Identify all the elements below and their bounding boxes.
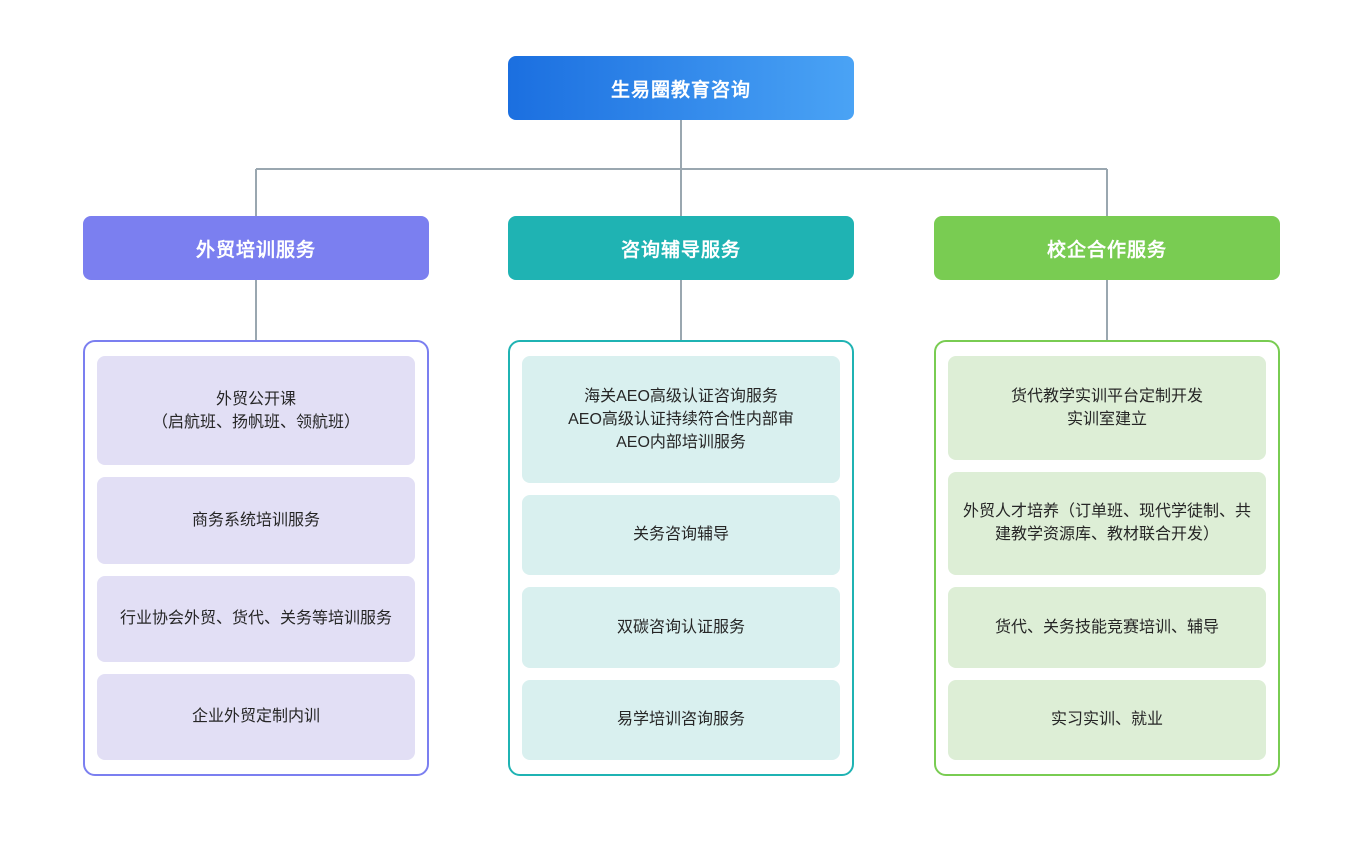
leaf-card-label: 海关AEO高级认证咨询服务 AEO高级认证持续符合性内部审 AEO内部培训服务 bbox=[568, 387, 794, 451]
branch-column-3: 校企合作服务 货代教学实训平台定制开发 实训室建立 外贸人才培养（订单班、现代学… bbox=[934, 216, 1280, 776]
leaf-card[interactable]: 外贸人才培养（订单班、现代学徒制、共建教学资源库、教材联合开发） bbox=[948, 471, 1266, 576]
leaf-card-label: 行业协会外贸、货代、关务等培训服务 bbox=[119, 610, 392, 628]
leaf-card-label: 货代、关务技能竞赛培训、辅导 bbox=[994, 618, 1219, 636]
leaf-card-label: 外贸公开课 （启航班、扬帆班、领航班） bbox=[151, 390, 360, 431]
branch-header-1[interactable]: 外贸培训服务 bbox=[83, 216, 429, 280]
leaf-card[interactable]: 商务系统培训服务 bbox=[97, 477, 415, 564]
leaf-card[interactable]: 海关AEO高级认证咨询服务 AEO高级认证持续符合性内部审 AEO内部培训服务 bbox=[522, 356, 840, 483]
leaf-card[interactable]: 行业协会外贸、货代、关务等培训服务 bbox=[97, 575, 415, 662]
leaf-card[interactable]: 企业外贸定制内训 bbox=[97, 673, 415, 760]
branch-column-1: 外贸培训服务 外贸公开课 （启航班、扬帆班、领航班） 商务系统培训服务 行业协会… bbox=[83, 216, 429, 776]
leaf-card[interactable]: 外贸公开课 （启航班、扬帆班、领航班） bbox=[97, 356, 415, 466]
branch-header-1-label: 外贸培训服务 bbox=[195, 239, 316, 261]
leaf-card[interactable]: 易学培训咨询服务 bbox=[522, 679, 840, 760]
branch-header-2-label: 咨询辅导服务 bbox=[620, 239, 741, 261]
branch-body-3: 货代教学实训平台定制开发 实训室建立 外贸人才培养（订单班、现代学徒制、共建教学… bbox=[934, 340, 1280, 776]
root-node-label: 生易圈教育咨询 bbox=[610, 79, 751, 101]
leaf-card-label: 外贸人才培养（订单班、现代学徒制、共建教学资源库、教材联合开发） bbox=[962, 503, 1251, 544]
leaf-card[interactable]: 实习实训、就业 bbox=[948, 679, 1266, 760]
leaf-card[interactable]: 货代教学实训平台定制开发 实训室建立 bbox=[948, 356, 1266, 460]
branch-header-3-label: 校企合作服务 bbox=[1046, 239, 1167, 261]
root-node[interactable]: 生易圈教育咨询 bbox=[508, 56, 854, 120]
branch-body-2: 海关AEO高级认证咨询服务 AEO高级认证持续符合性内部审 AEO内部培训服务 … bbox=[508, 340, 854, 776]
branch-header-2[interactable]: 咨询辅导服务 bbox=[508, 216, 854, 280]
branch-body-1: 外贸公开课 （启航班、扬帆班、领航班） 商务系统培训服务 行业协会外贸、货代、关… bbox=[83, 340, 429, 776]
leaf-card-label: 易学培训咨询服务 bbox=[616, 711, 745, 729]
leaf-card[interactable]: 双碳咨询认证服务 bbox=[522, 587, 840, 668]
leaf-card-label: 企业外贸定制内训 bbox=[191, 708, 320, 726]
leaf-card-label: 关务咨询辅导 bbox=[632, 526, 729, 544]
leaf-card-label: 实习实训、就业 bbox=[1050, 711, 1163, 729]
leaf-card[interactable]: 关务咨询辅导 bbox=[522, 494, 840, 576]
leaf-card-label: 货代教学实训平台定制开发 实训室建立 bbox=[1010, 387, 1203, 428]
branch-header-3[interactable]: 校企合作服务 bbox=[934, 216, 1280, 280]
branch-column-2: 咨询辅导服务 海关AEO高级认证咨询服务 AEO高级认证持续符合性内部审 AEO… bbox=[508, 216, 854, 776]
leaf-card-label: 商务系统培训服务 bbox=[191, 511, 320, 529]
leaf-card[interactable]: 货代、关务技能竞赛培训、辅导 bbox=[948, 587, 1266, 668]
leaf-card-label: 双碳咨询认证服务 bbox=[616, 618, 745, 636]
